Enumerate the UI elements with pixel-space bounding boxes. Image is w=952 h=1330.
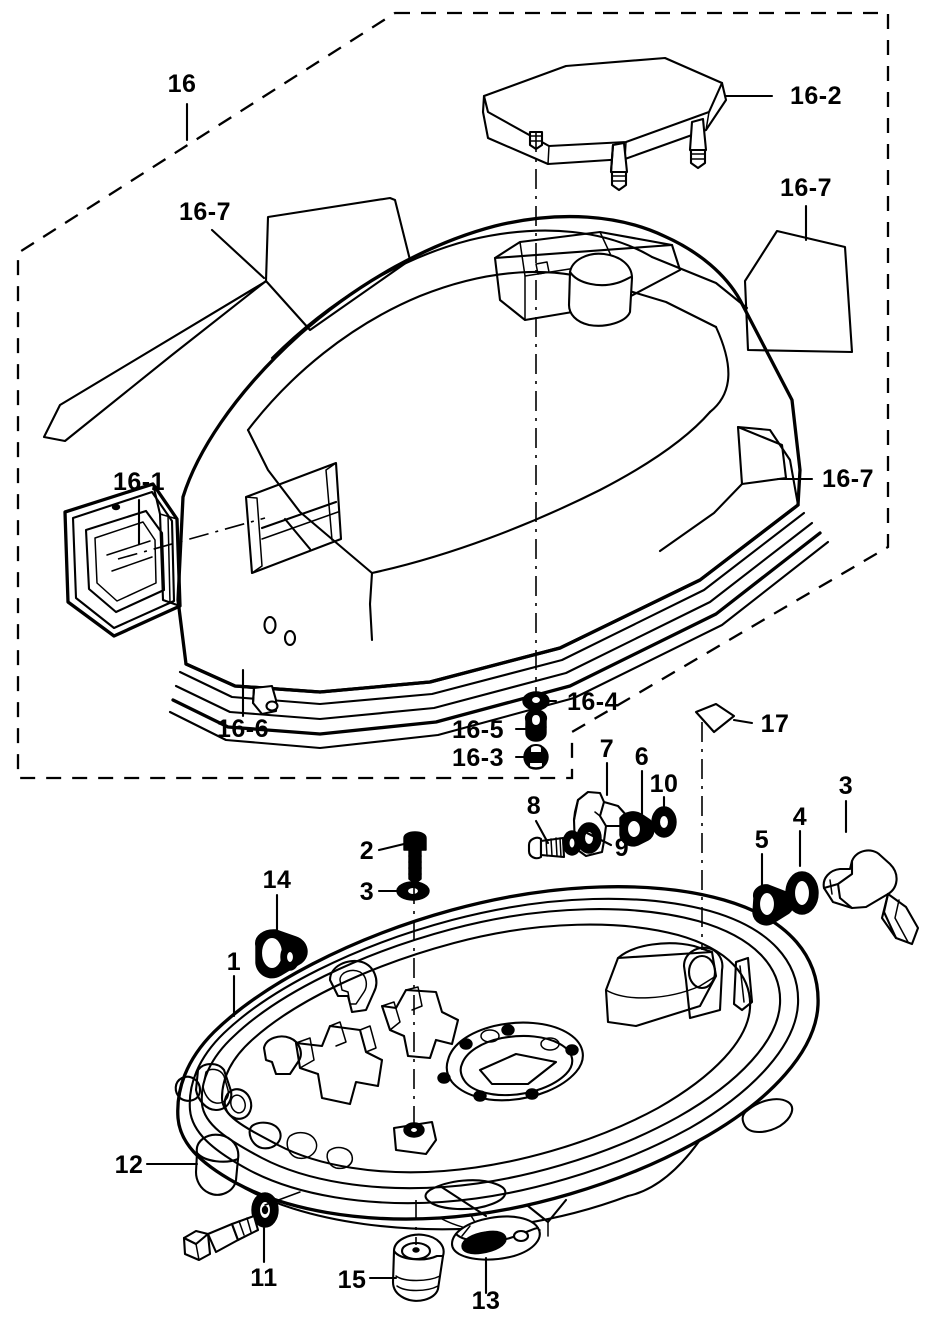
callout-13: 13 (472, 1287, 501, 1315)
seal-ring-4 (785, 871, 819, 915)
grommet-14 (255, 929, 308, 979)
bushing-6 (619, 811, 655, 847)
callout-16-7-b: 16-7 (780, 174, 832, 202)
callout-14: 14 (263, 866, 292, 894)
callout-16-7-a: 16-7 (179, 198, 231, 226)
callout-4: 4 (793, 803, 807, 831)
washer-16-4 (522, 691, 550, 711)
callout-12: 12 (115, 1151, 144, 1179)
rear-right-pillar (682, 946, 754, 1020)
bolt-boss (392, 1120, 438, 1156)
drain-plug-15 (391, 1233, 445, 1302)
callout-leaders (137, 94, 848, 1295)
anode-plate-13 (450, 1215, 541, 1261)
callout-7: 7 (600, 735, 614, 763)
callout-16-7-c: 16-7 (822, 465, 874, 493)
callout-5: 5 (755, 826, 769, 854)
bolt-2 (403, 831, 427, 885)
callout-15: 15 (338, 1266, 367, 1294)
flange-hole-1 (263, 615, 277, 635)
callout-10: 10 (650, 770, 679, 798)
washer-3 (396, 881, 430, 901)
washer-9 (562, 822, 602, 856)
callout-6: 6 (635, 743, 649, 771)
washer-11 (251, 1192, 279, 1228)
callout-labels: 16 16-7 16-2 16-7 16-7 16-1 16-6 16-4 16… (113, 70, 874, 1315)
callout-2: 2 (360, 837, 374, 865)
handle-3 (822, 849, 920, 946)
callout-16-5: 16-5 (452, 716, 504, 744)
pad-17 (694, 702, 736, 734)
lid-stud-left (610, 170, 628, 192)
callout-16-4: 16-4 (567, 688, 619, 716)
lid-stud-right (689, 148, 707, 170)
callout-16-2: 16-2 (790, 82, 842, 110)
callout-3-a: 3 (360, 878, 374, 906)
top-cowling-body (168, 214, 830, 750)
callout-9: 9 (615, 834, 629, 862)
washer-10 (651, 806, 677, 838)
left-wall-ports (194, 1062, 354, 1170)
decal-16-7-right-upper (743, 229, 854, 354)
decal-16-7-right-lower (736, 425, 788, 486)
air-intake-grommet-16-1 (63, 482, 182, 638)
air-intake-opening (244, 461, 343, 575)
callout-1: 1 (227, 948, 241, 976)
callout-16-3: 16-3 (452, 744, 504, 772)
lid-seat-opening (493, 230, 682, 327)
decal-16-7-left (42, 196, 412, 443)
callout-17: 17 (761, 710, 790, 738)
callout-11: 11 (250, 1264, 277, 1292)
grommet-center-line (117, 517, 266, 560)
plug-cap-12 (194, 1133, 240, 1196)
callout-3-b: 3 (839, 772, 853, 800)
cover-lid-16-2 (481, 56, 728, 192)
internal-brackets (262, 960, 460, 1106)
washer-11-leader-to-body (264, 1191, 301, 1206)
group-16-boundary (16, 11, 890, 780)
callout-16-6: 16-6 (217, 715, 269, 743)
hose-fitting (182, 1214, 260, 1262)
callout-16-1: 16-1 (113, 468, 165, 496)
spring-clip-16-5 (524, 709, 548, 742)
engine-mount-flange (437, 1021, 584, 1102)
hook-latch-16-6 (251, 684, 279, 716)
anode-leader-to-body (438, 1184, 488, 1218)
flange-hole-2 (283, 629, 297, 647)
callout-8: 8 (527, 792, 541, 820)
callout-16: 16 (168, 70, 197, 98)
